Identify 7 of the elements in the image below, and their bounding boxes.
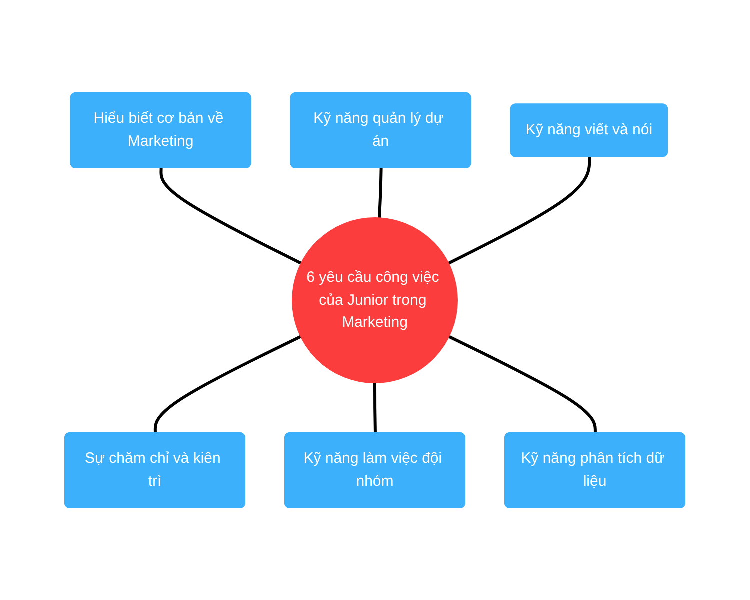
node-circle: 6 yêu cầu công việc của Junior trong Marketing <box>292 217 458 383</box>
connector <box>378 168 383 218</box>
connector <box>160 168 302 264</box>
connector <box>154 334 302 434</box>
connector <box>374 382 377 434</box>
connector <box>448 334 597 434</box>
connector <box>448 156 592 264</box>
